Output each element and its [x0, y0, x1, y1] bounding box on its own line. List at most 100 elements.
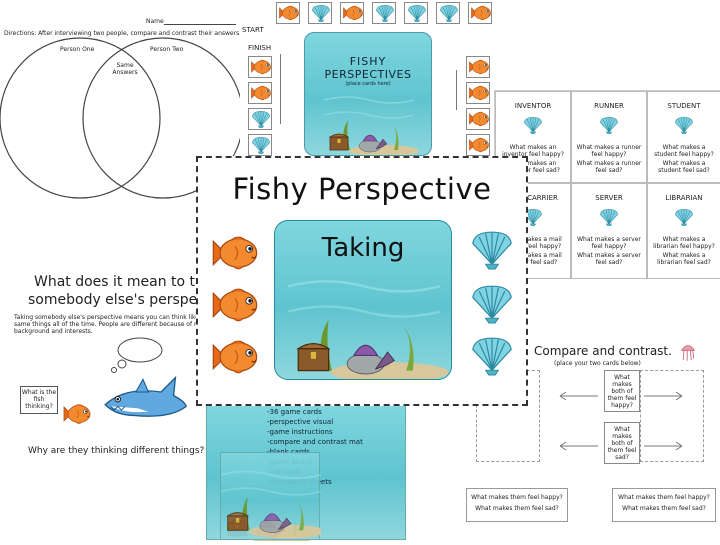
card-question: What makes a student feel sad?	[658, 160, 710, 174]
contents-item: -36 game cards	[267, 408, 322, 416]
board-space	[248, 56, 272, 78]
game-board: START FINISH FISHY PERSPECTIVES (place c…	[240, 0, 502, 170]
card-title: RUNNER	[594, 102, 624, 110]
card-question: What makes a mail carrier feel sad?	[504, 252, 562, 266]
fish-icon	[210, 286, 260, 324]
small-fish-icon	[62, 402, 92, 426]
shell-icon	[468, 282, 516, 324]
card-question: What makes an inventor feel sad?	[506, 160, 560, 174]
visual-heading-line1: What does it mean to take	[34, 274, 220, 290]
contents-item: -game instructions	[267, 428, 333, 436]
name-label: Name	[146, 18, 164, 25]
shell-icon	[468, 228, 516, 270]
board-space	[340, 2, 364, 24]
fish-icon	[210, 234, 260, 272]
bubble-text: What is the fish thinking?	[21, 389, 57, 410]
board-space	[468, 2, 492, 24]
thought-box: What is the fish thinking?	[20, 386, 58, 414]
both-sad-box: What makes both of them feel sad?	[604, 422, 640, 464]
shell-icon	[598, 116, 620, 134]
venn-worksheet: Name Directions: After interviewing two …	[0, 0, 250, 205]
right-question-box: What makes them feel happy? What makes t…	[612, 488, 716, 522]
shell-icon	[673, 208, 695, 226]
shell-icon	[522, 116, 544, 134]
compare-title: Compare and contrast.	[534, 344, 672, 358]
card-question: What makes a server feel happy?	[577, 236, 641, 250]
card-title: STUDENT	[667, 102, 701, 110]
card-student: STUDENT What makes a student feel happy?…	[647, 91, 720, 183]
arrow-up	[280, 54, 281, 124]
board-title-line1: FISHY	[349, 55, 387, 68]
board-title-line2: PERSPECTIVES	[324, 68, 412, 81]
undersea-scene	[305, 85, 432, 155]
board-space	[372, 2, 396, 24]
right-q-sad: What makes them feel sad?	[622, 505, 706, 512]
start-label: START	[242, 26, 264, 34]
board-space	[248, 134, 272, 156]
card-question: What makes a librarian feel sad?	[657, 252, 711, 266]
same-answers-label: Same Answers	[112, 62, 138, 76]
card-server: SERVER What makes a server feel happy? W…	[571, 183, 647, 279]
both-happy-box: What makes both of them feel happy?	[604, 370, 640, 412]
main-scene-panel: Taking	[274, 220, 452, 380]
arrows	[559, 391, 683, 451]
both-happy-text: What makes both of them feel happy?	[607, 374, 637, 409]
main-title-line2: Taking	[321, 233, 405, 263]
board-space	[248, 82, 272, 104]
shell-icon	[468, 334, 516, 376]
card-question: What makes a server feel sad?	[577, 252, 641, 266]
board-space	[404, 2, 428, 24]
card-runner: RUNNER What makes a runner feel happy? W…	[571, 91, 647, 183]
visual-heading-line2: somebody else's perspective?	[28, 292, 239, 308]
name-line	[164, 24, 236, 25]
contents-item: -perspective visual	[267, 418, 334, 426]
right-q-happy: What makes them feel happy?	[618, 494, 710, 501]
card-title: INVENTOR	[514, 102, 552, 110]
left-q-happy: What makes them feel happy?	[471, 494, 563, 501]
main-cover: Fishy Perspective Taking	[196, 156, 528, 406]
card-question: What makes a librarian feel happy?	[653, 236, 715, 250]
visual-question: Why are they thinking different things?	[28, 446, 205, 456]
board-space	[248, 108, 272, 130]
card-question: What makes an inventor feel happy?	[502, 144, 564, 158]
board-center-panel: FISHY PERSPECTIVES (place cards here)	[304, 32, 432, 156]
shark-icon	[98, 372, 188, 430]
board-space	[466, 134, 490, 156]
person-two-label: Person Two	[150, 46, 184, 53]
card-title: MAIL CARRIER	[508, 194, 558, 202]
person-one-label: Person One	[60, 46, 95, 53]
board-subtitle: (place cards here)	[345, 81, 391, 87]
contents-item: -compare and contrast mat	[267, 438, 363, 446]
visual-body: Taking somebody else's perspective means…	[14, 314, 308, 335]
left-q-sad: What makes them feel sad?	[475, 505, 559, 512]
card-question: What makes a student feel happy?	[654, 144, 714, 158]
board-space	[466, 56, 490, 78]
both-sad-text: What makes both of them feel sad?	[607, 426, 637, 461]
board-preview-sheet	[220, 452, 320, 540]
jellyfish-icon	[680, 342, 696, 362]
card-title: LIBRARIAN	[665, 194, 703, 202]
main-title-line1: Fishy Perspective	[232, 172, 492, 206]
card-question: What makes a mail carrier feel happy?	[504, 236, 562, 250]
shell-icon	[598, 208, 620, 226]
board-space	[466, 82, 490, 104]
card-librarian: LIBRARIAN What makes a librarian feel ha…	[647, 183, 720, 279]
thought-cloud-icon	[111, 337, 163, 373]
card-title: SERVER	[595, 194, 623, 202]
card-slot-right	[640, 370, 704, 462]
arrow-down	[456, 70, 457, 110]
card-question: What makes a runner feel sad?	[576, 160, 642, 174]
board-space	[308, 2, 332, 24]
card-question: What makes a runner feel happy?	[576, 144, 642, 158]
left-question-box: What makes them feel happy? What makes t…	[466, 488, 568, 522]
shell-icon	[673, 116, 695, 134]
board-space	[466, 108, 490, 130]
board-space	[276, 2, 300, 24]
undersea-scene	[221, 453, 321, 541]
fish-icon	[210, 338, 260, 376]
compare-subtitle: (place your two cards below)	[554, 360, 641, 367]
undersea-scene	[275, 261, 452, 379]
board-space	[436, 2, 460, 24]
directions-text: Directions: After interviewing two peopl…	[4, 30, 242, 37]
finish-label: FINISH	[248, 44, 272, 52]
